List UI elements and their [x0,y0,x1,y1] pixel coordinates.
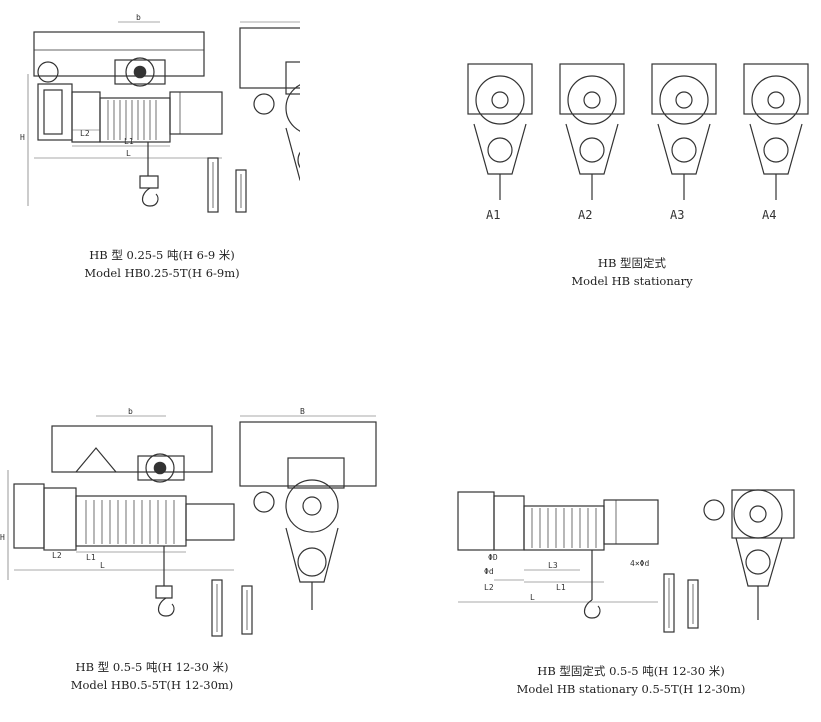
rope-drum-bottom-right [531,508,597,548]
hoist-drawing-top-left: b L2 L1 L [20,13,300,213]
dim-n-phi-d: 4×Φd [630,559,649,568]
dim-B-bottom-left: B [300,407,305,416]
variant-a2: A2 [559,63,625,222]
dim-L2-bottom-right: L2 [484,583,494,592]
stationary-variants-drawing: A1 A2 A3 A4 [467,63,809,222]
caption-bottom-right: HB 型固定式 0.5-5 吨(H 12-30 米) Model HB stat… [506,662,756,698]
caption-en-bottom-right: Model HB stationary 0.5-5T(H 12-30m) [516,682,746,696]
dim-H-bottom-left: H [0,533,5,542]
caption-top-left: HB 型 0.25-5 吨(H 6-9 米) Model HB0.25-5T(H… [62,246,262,282]
dim-L-bottom-right: L [530,593,535,602]
dim-L2-top-left: L2 [80,129,90,138]
caption-cn-top-left: HB 型 0.25-5 吨(H 6-9 米) [89,248,235,262]
dim-phi-d: Φd [484,567,494,576]
panel-top-right: A1 A2 A3 A4 [440,0,821,300]
variant-label-a2: A2 [578,208,592,222]
panel-bottom-left: b L2 L1 L H [0,400,380,722]
variant-label-a4: A4 [762,208,776,222]
dim-b: b [136,13,141,22]
dim-L-top-left: L [126,149,131,158]
caption-en-top-left: Model HB0.25-5T(H 6-9m) [84,266,240,280]
dim-L1-bottom-right: L1 [556,583,566,592]
caption-en-top-right: Model HB stationary [571,274,693,288]
dim-L-bottom-left: L [100,561,105,570]
caption-bottom-left: HB 型 0.5-5 吨(H 12-30 米) Model HB0.5-5T(H… [52,658,252,694]
dim-b-bottom-left: b [128,407,133,416]
variant-a4: A4 [743,63,809,222]
dim-phi-D: ΦD [488,553,498,562]
caption-en-bottom-left: Model HB0.5-5T(H 12-30m) [70,678,234,692]
panel-top-left: b L2 L1 L [0,0,300,300]
stationary-drawing-bottom-right: ΦD Φd L2 L3 L1 L 4×Φd [457,489,795,633]
variant-a1: A1 [467,63,533,222]
panel-bottom-right: ΦD Φd L2 L3 L1 L 4×Φd HB 型固定式 0.5-5 吨(H … [440,470,821,722]
variant-label-a3: A3 [670,208,684,222]
rope-drum-top-left [107,100,157,140]
rope-drum-bottom-left [85,500,175,544]
caption-cn-bottom-left: HB 型 0.5-5 吨(H 12-30 米) [75,660,229,674]
dim-L1-bottom-left: L1 [86,553,96,562]
dim-L3: L3 [548,561,558,570]
dim-L2-bottom-left: L2 [52,551,62,560]
caption-top-right: HB 型固定式 Model HB stationary [532,254,732,290]
dim-L1-top-left: L1 [124,137,134,146]
variant-a3: A3 [651,63,717,222]
dim-H-top-left: H [20,133,25,142]
caption-cn-bottom-right: HB 型固定式 0.5-5 吨(H 12-30 米) [537,664,725,678]
variant-label-a1: A1 [486,208,500,222]
caption-cn-top-right: HB 型固定式 [597,256,667,270]
hoist-drawing-bottom-left: b L2 L1 L H [0,407,377,637]
